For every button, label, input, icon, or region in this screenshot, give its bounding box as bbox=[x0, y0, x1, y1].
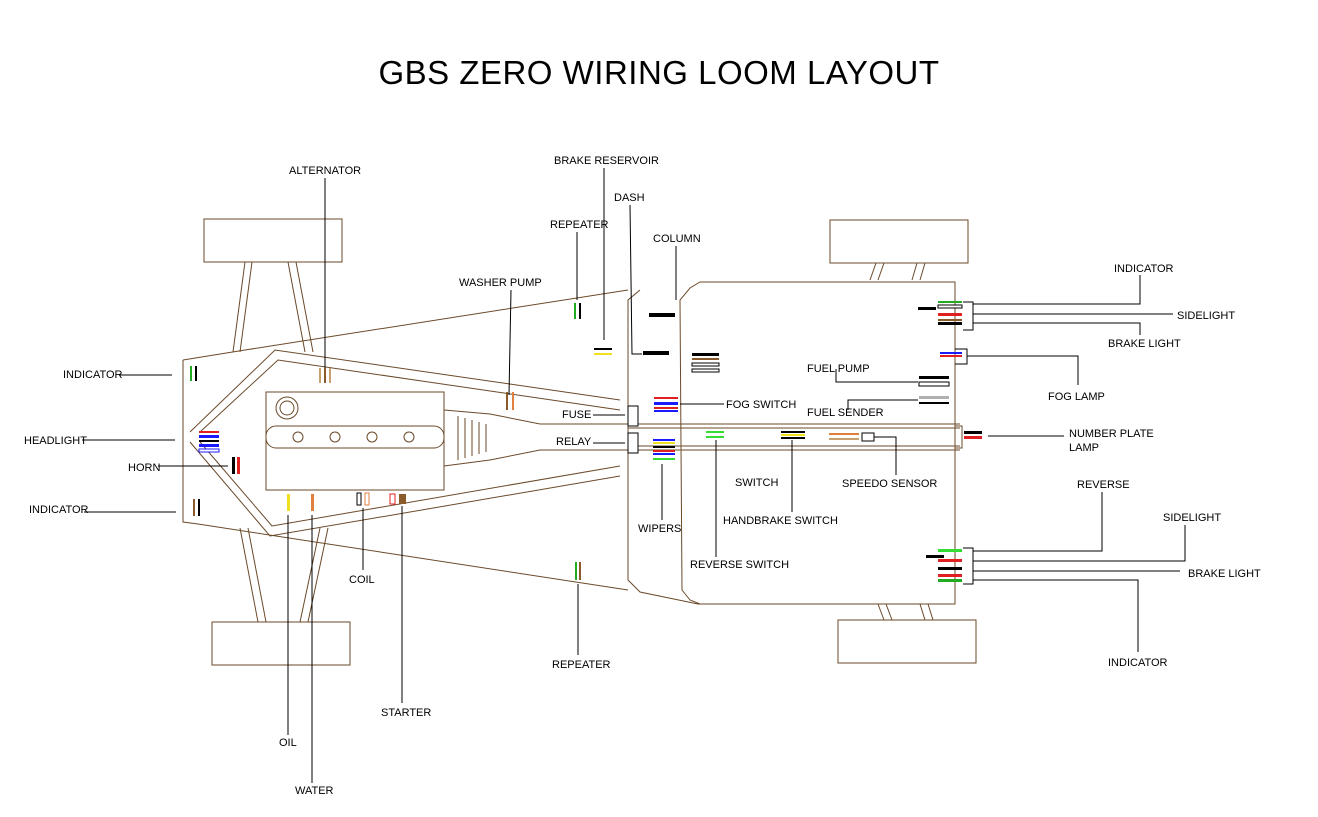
connector-repeater-bottom bbox=[575, 562, 581, 580]
connector-indicator-front-bottom bbox=[193, 499, 200, 516]
label-reverse-switch: REVERSE SWITCH bbox=[690, 559, 789, 571]
label-coil: COIL bbox=[349, 574, 375, 586]
connector-alternator bbox=[319, 368, 331, 383]
label-repeater-top: REPEATER bbox=[550, 219, 609, 231]
connector-oil bbox=[287, 494, 290, 511]
connector-headlight bbox=[198, 431, 220, 453]
connector-wipers bbox=[653, 439, 675, 460]
label-starter: STARTER bbox=[381, 707, 431, 719]
label-fog-switch: FOG SWITCH bbox=[726, 399, 796, 411]
label-fuel-pump: FUEL PUMP bbox=[807, 363, 870, 375]
label-brake-reservoir: BRAKE RESERVOIR bbox=[554, 155, 659, 167]
label-speedo-sensor: SPEEDO SENSOR bbox=[842, 478, 937, 490]
labels: ALTERNATOR BRAKE RESERVOIR DASH REPEATER… bbox=[24, 155, 1261, 797]
label-indicator-front-bottom: INDICATOR bbox=[29, 504, 89, 516]
label-dash: DASH bbox=[614, 192, 645, 204]
car-outline bbox=[182, 218, 977, 666]
connector-indicator-front-top bbox=[190, 366, 197, 381]
leader-lines bbox=[82, 168, 1186, 783]
label-switch: SWITCH bbox=[735, 477, 778, 489]
connector-reverse-switch bbox=[706, 431, 724, 438]
connector-speedo-sensor bbox=[829, 433, 859, 440]
connector-fuel-pump bbox=[918, 376, 950, 387]
label-sidelight-rear-bottom: SIDELIGHT bbox=[1163, 512, 1221, 524]
connector-handbrake-switch bbox=[781, 431, 805, 439]
label-headlight: HEADLIGHT bbox=[24, 435, 87, 447]
label-indicator-rear-bottom: INDICATOR bbox=[1108, 657, 1168, 669]
connector-fog-lamp bbox=[940, 352, 962, 357]
connector-washer-pump bbox=[506, 392, 514, 410]
label-column: COLUMN bbox=[653, 233, 701, 245]
connector-starter bbox=[389, 493, 406, 505]
label-water: WATER bbox=[295, 785, 334, 797]
label-relay: RELAY bbox=[556, 436, 592, 448]
label-washer-pump: WASHER PUMP bbox=[459, 277, 542, 289]
label-brake-light-top: BRAKE LIGHT bbox=[1108, 338, 1181, 350]
label-horn: HORN bbox=[128, 462, 160, 474]
connector-rear-top-cluster bbox=[918, 301, 963, 325]
label-number-plate-line1: NUMBER PLATE bbox=[1069, 428, 1154, 440]
connector-brake-reservoir bbox=[594, 348, 612, 355]
label-wipers: WIPERS bbox=[638, 523, 681, 535]
component-boxes bbox=[627, 405, 875, 454]
connector-rear-bottom-cluster bbox=[926, 549, 962, 582]
label-number-plate-line2: LAMP bbox=[1069, 442, 1099, 454]
connector-coil bbox=[356, 492, 370, 506]
label-repeater-bottom: REPEATER bbox=[552, 659, 611, 671]
front-left-wheel bbox=[203, 218, 343, 263]
speedo-sensor-box bbox=[861, 432, 875, 442]
connector-number-plate-lamp bbox=[964, 431, 982, 439]
diagram-title: GBS ZERO WIRING LOOM LAYOUT bbox=[378, 54, 940, 91]
label-fog-lamp: FOG LAMP bbox=[1048, 391, 1105, 403]
connector-dash-multi bbox=[691, 353, 720, 373]
label-reverse: REVERSE bbox=[1077, 479, 1130, 491]
fuse-box bbox=[627, 405, 639, 427]
label-indicator-rear-top: INDICATOR bbox=[1114, 263, 1174, 275]
connector-water bbox=[311, 494, 314, 511]
relay-box bbox=[627, 432, 639, 454]
front-right-wheel bbox=[211, 621, 351, 666]
connector-repeater-top bbox=[574, 303, 581, 319]
label-indicator-front-top: INDICATOR bbox=[63, 369, 123, 381]
label-oil: OIL bbox=[279, 737, 297, 749]
rear-right-wheel bbox=[837, 619, 977, 664]
connector-dash bbox=[643, 351, 669, 355]
rear-left-wheel bbox=[829, 219, 969, 264]
connector-horn bbox=[232, 457, 240, 474]
label-fuel-sender: FUEL SENDER bbox=[807, 407, 884, 419]
label-sidelight-rear-top: SIDELIGHT bbox=[1177, 310, 1235, 322]
connector-fog-switch bbox=[654, 397, 678, 412]
connector-column bbox=[649, 313, 675, 317]
connector-fuel-sender bbox=[919, 396, 949, 404]
connectors bbox=[190, 301, 982, 582]
label-fuse: FUSE bbox=[562, 409, 591, 421]
label-alternator: ALTERNATOR bbox=[289, 165, 361, 177]
engine-block bbox=[265, 391, 445, 491]
label-handbrake-switch: HANDBRAKE SWITCH bbox=[723, 515, 838, 527]
label-brake-light-bottom: BRAKE LIGHT bbox=[1188, 568, 1261, 580]
